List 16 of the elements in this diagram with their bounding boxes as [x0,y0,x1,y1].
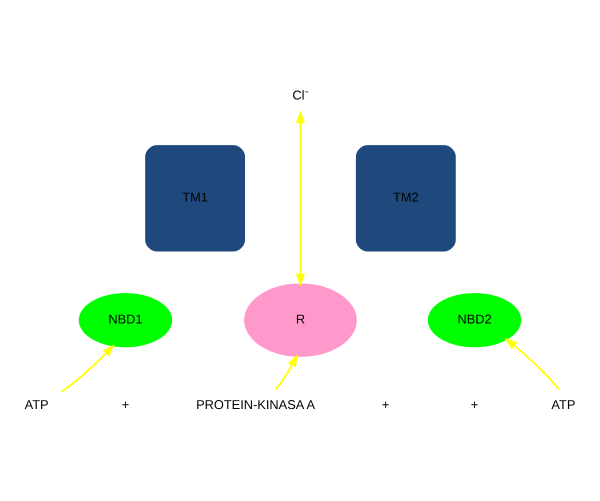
node-text: Cl⁻ [292,87,309,102]
node-text: PROTEIN-KINASA A [196,396,316,412]
node-text: ATP [551,396,576,412]
node-ellipse: NBD1 [78,292,172,347]
arrow [504,337,560,390]
node-box: TM1 [145,144,246,251]
arrow [296,110,305,286]
node-ellipse: R [244,283,357,356]
node-box: TM2 [356,144,456,251]
arrow [61,344,115,392]
arrow [275,353,298,390]
node-text: ATP [24,396,49,412]
label: + [382,396,390,412]
label: + [470,396,478,412]
label: + [122,396,130,412]
node-ellipse: NBD2 [428,292,522,347]
